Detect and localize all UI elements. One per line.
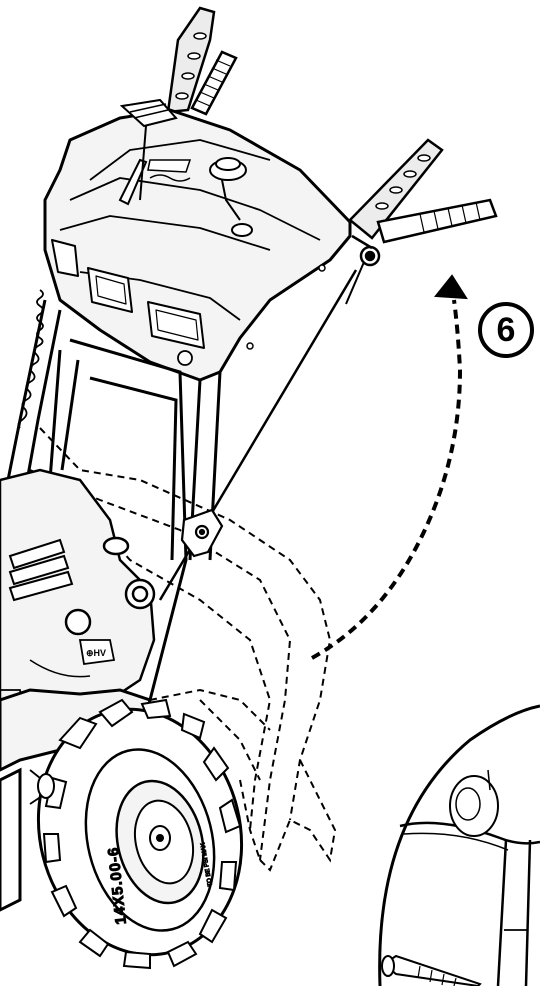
step-number-badge: 6 — [478, 302, 534, 358]
coiled-cable — [17, 289, 44, 429]
rotation-arrow — [311, 274, 468, 660]
engine-knob-label: ⊕HV — [86, 648, 106, 658]
handle-knob — [180, 508, 224, 558]
chute-control-knob — [209, 157, 253, 237]
detail-callout — [378, 704, 540, 986]
left-handle-upper — [166, 6, 238, 116]
lowered-handle-outline — [29, 427, 337, 872]
wheel: 14X5.00-6 TO BE PSI MAX — [29, 698, 244, 970]
right-handle-upper — [348, 138, 498, 267]
speed-selector-lever — [118, 98, 192, 206]
control-panel — [43, 108, 352, 382]
engine: ⊕HV — [0, 468, 156, 722]
